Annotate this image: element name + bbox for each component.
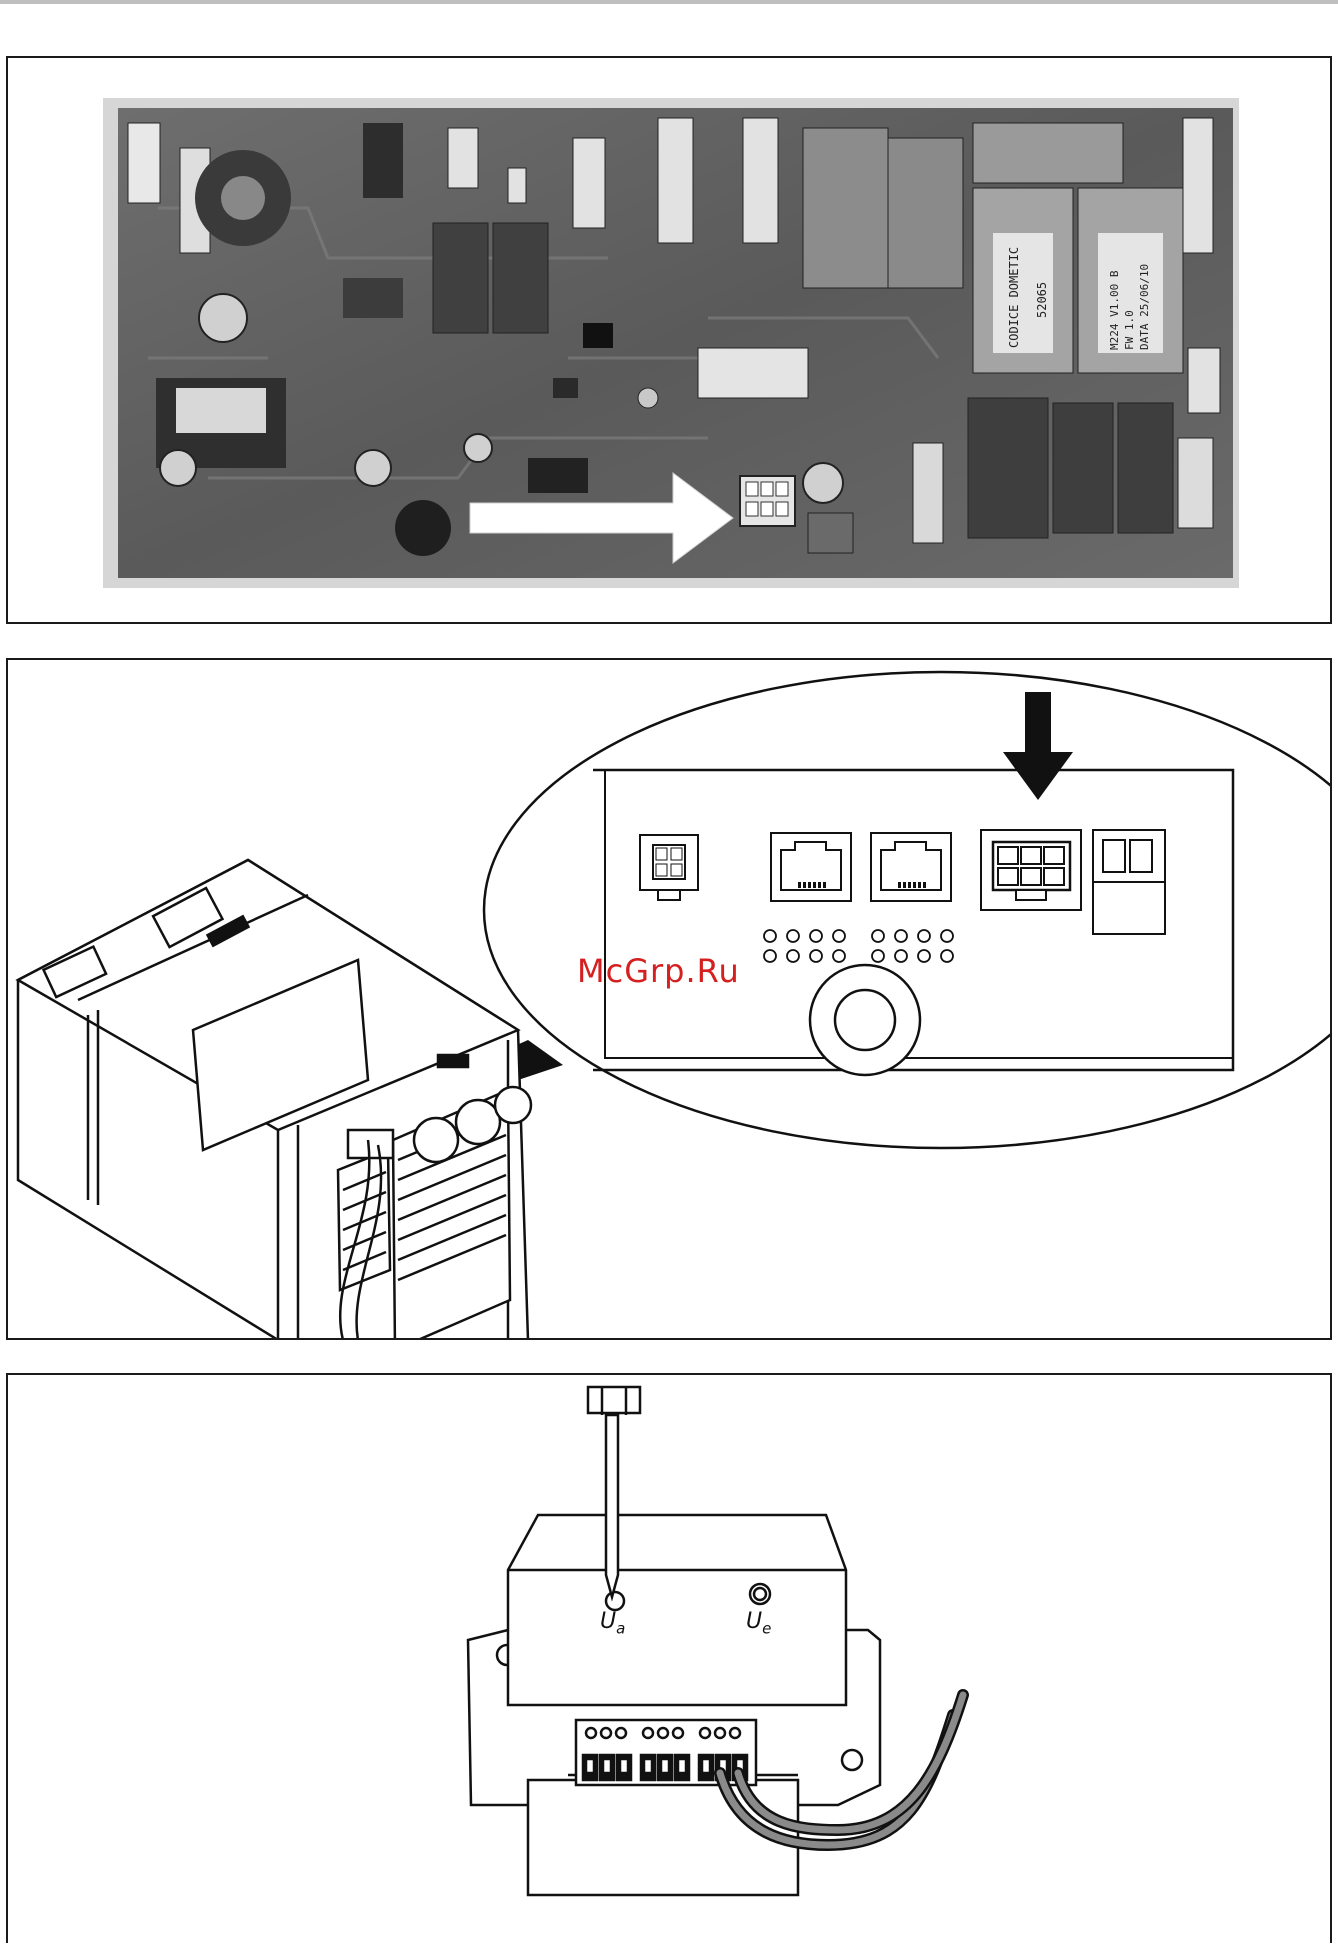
pcb-label-2-line2: FW 1.0: [1123, 310, 1136, 350]
pcb-label-1-line1: CODICE DOMETIC: [1007, 247, 1021, 348]
voltage-module-panel: Ua Ue: [6, 1373, 1332, 1943]
rj-jack-1: [771, 833, 851, 901]
four-pin-connector: [640, 835, 698, 900]
pcb-label-1-line2: 52065: [1035, 282, 1049, 318]
pcb-label-2-line1: M224 V1.00 B: [1108, 270, 1121, 350]
pcb-photo: CODICE DOMETIC 52065 M224 V1.00 B FW 1.0…: [8, 58, 1330, 622]
voltage-module-illustration: [8, 1375, 1330, 1945]
unit-illustration-panel: McGrp.Ru: [6, 658, 1332, 1340]
label-ua: Ua: [600, 1609, 625, 1637]
pcb-label-2-line3: DATA 25/06/10: [1138, 264, 1151, 350]
zoom-ellipse: [484, 672, 1330, 1148]
two-pin-terminal: [1093, 830, 1165, 934]
cooling-unit: [18, 860, 531, 1338]
top-rule: [0, 0, 1338, 4]
six-pin-connector: [981, 830, 1081, 910]
pcb-photo-panel: CODICE DOMETIC 52065 M224 V1.00 B FW 1.0…: [6, 56, 1332, 624]
rj-jack-2: [871, 833, 951, 901]
watermark: McGrp.Ru: [577, 952, 740, 990]
unit-illustration: [8, 660, 1330, 1338]
label-ue: Ue: [746, 1609, 771, 1637]
